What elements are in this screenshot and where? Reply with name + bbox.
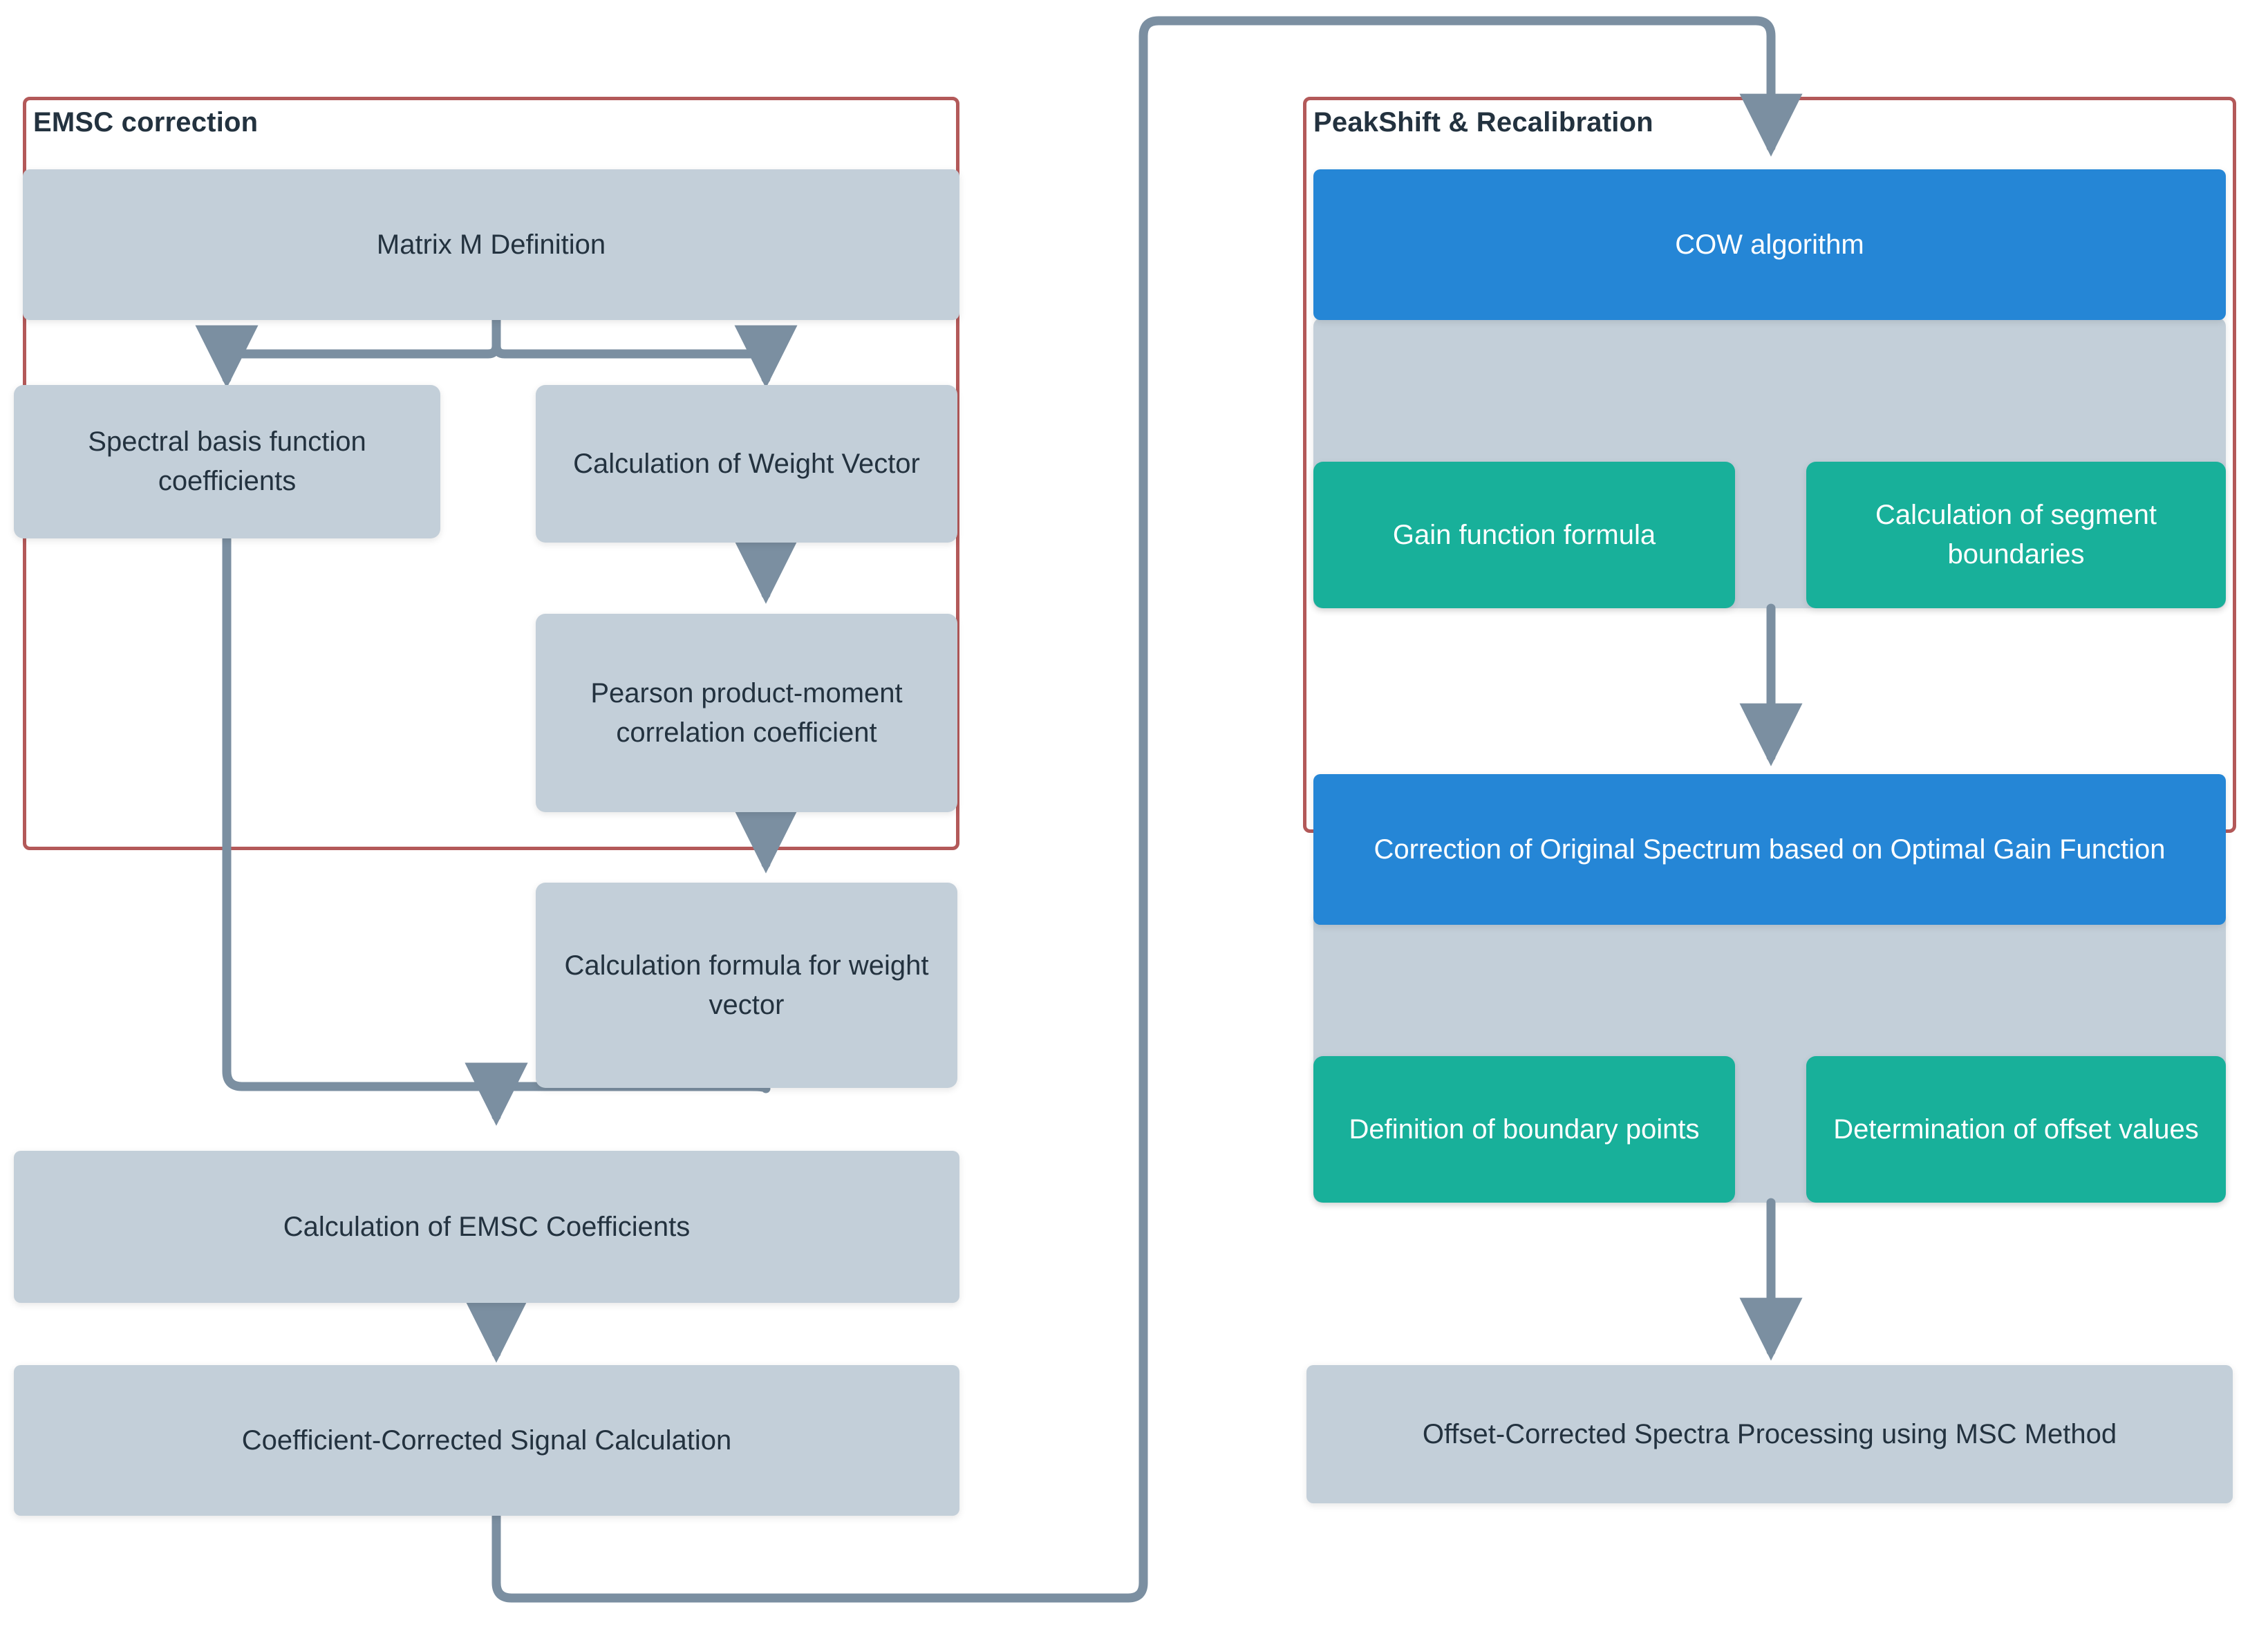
node-boundary-points[interactable]: Definition of boundary points	[1313, 1056, 1735, 1203]
node-gain-function[interactable]: Gain function formula	[1313, 462, 1735, 608]
node-matrix-m[interactable]: Matrix M Definition	[23, 169, 959, 320]
node-correction-optimal-gain[interactable]: Correction of Original Spectrum based on…	[1313, 774, 2226, 925]
node-weight-vector[interactable]: Calculation of Weight Vector	[536, 385, 957, 543]
node-segment-boundaries[interactable]: Calculation of segment boundaries	[1806, 462, 2226, 608]
cluster-peakshift-title: PeakShift & Recalibration	[1313, 107, 1653, 138]
node-cow-algorithm[interactable]: COW algorithm	[1313, 169, 2226, 320]
node-msc-method[interactable]: Offset-Corrected Spectra Processing usin…	[1306, 1365, 2233, 1503]
node-emsc-coeffs[interactable]: Calculation of EMSC Coefficients	[14, 1151, 959, 1303]
node-pearson[interactable]: Pearson product-moment correlation coeff…	[536, 614, 957, 812]
node-spectral-basis[interactable]: Spectral basis function coefficients	[14, 385, 440, 538]
node-offset-values[interactable]: Determination of offset values	[1806, 1056, 2226, 1203]
node-corrected-signal[interactable]: Coefficient-Corrected Signal Calculation	[14, 1365, 959, 1516]
edge-weightformula-to-emsccoeffs	[465, 1062, 771, 1126]
node-weight-formula[interactable]: Calculation formula for weight vector	[536, 883, 957, 1088]
cluster-emsc-title: EMSC correction	[33, 107, 259, 138]
